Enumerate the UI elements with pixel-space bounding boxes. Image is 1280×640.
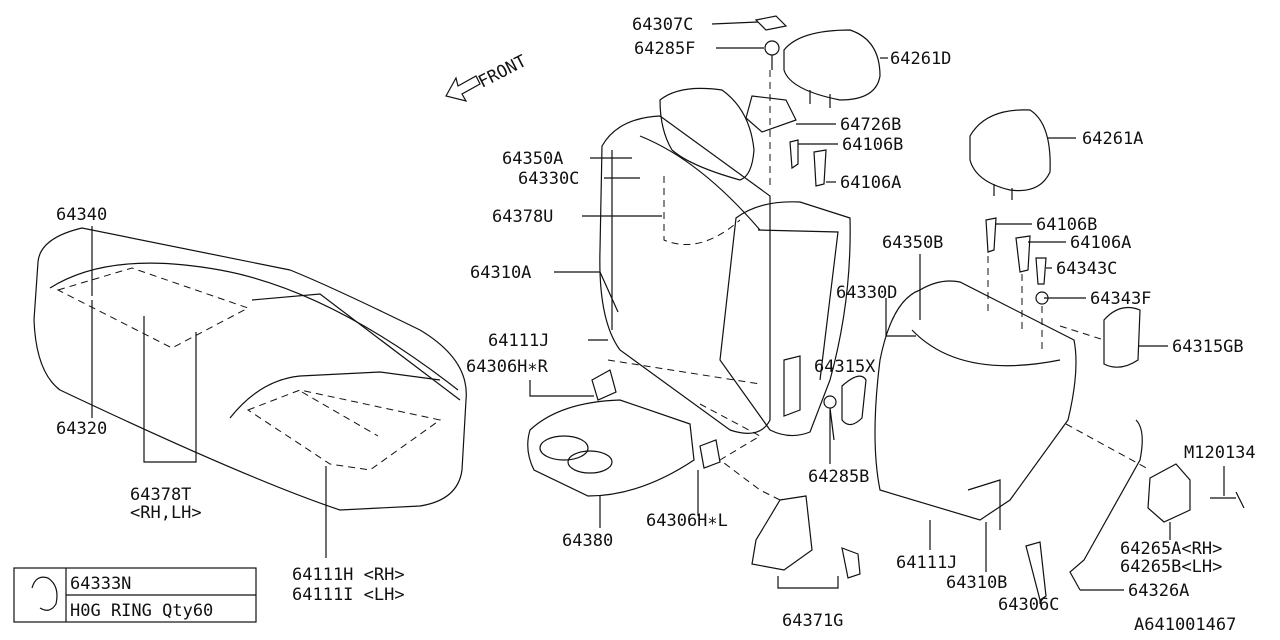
headrest-64261A <box>969 109 1051 200</box>
label-64378T-side: <RH,LH> <box>130 503 202 523</box>
label-64306C: 64306C <box>998 595 1059 615</box>
label-64310B: 64310B <box>946 573 1007 593</box>
seat-back-left <box>599 115 771 434</box>
label-64315GB: 64315GB <box>1172 337 1244 357</box>
label-64285B: 64285B <box>808 467 869 487</box>
label-64330D: 64330D <box>836 283 897 303</box>
bolt-64343C <box>1035 257 1047 285</box>
label-64285F: 64285F <box>634 39 695 59</box>
label-64343C: 64343C <box>1056 259 1117 279</box>
armrest-64380 <box>527 399 695 497</box>
label-64306HR: 64306H∗R <box>466 357 549 377</box>
label-64350A: 64350A <box>502 149 563 169</box>
label-64111J-2: 64111J <box>896 553 957 573</box>
bolt-64285B <box>823 395 837 441</box>
label-64265B: 64265B<LH> <box>1120 557 1222 577</box>
label-64306HL: 64306H∗L <box>646 511 728 531</box>
label-64261D: 64261D <box>890 49 951 69</box>
label-M120134: M120134 <box>1184 443 1256 463</box>
bracket-64726B <box>745 95 797 133</box>
label-64340: 64340 <box>56 205 107 225</box>
label-64320: 64320 <box>56 419 107 439</box>
label-64106A-2: 64106A <box>1070 233 1131 253</box>
seat-back-right <box>874 280 1077 530</box>
hinge-64315X <box>783 355 867 426</box>
guide-pin-64106A-1 <box>813 149 827 187</box>
label-64315X: 64315X <box>814 357 876 377</box>
cap-64307C <box>754 15 788 31</box>
legend-part: 64333N <box>70 574 131 594</box>
label-64265A: 64265A<RH> <box>1120 539 1222 559</box>
headrest-left <box>659 87 755 181</box>
label-64111H: 64111H <RH> <box>292 565 405 585</box>
label-64106A-1: 64106A <box>840 173 901 193</box>
front-arrow-icon <box>445 75 481 102</box>
label-64343F: 64343F <box>1090 289 1151 309</box>
guide-pin-64106A-2 <box>1015 235 1031 273</box>
label-64111I: 64111I <LH> <box>292 585 405 605</box>
label-64310A: 64310A <box>470 263 531 283</box>
label-64330C: 64330C <box>518 169 579 189</box>
label-64726B: 64726B <box>840 115 901 135</box>
label-64106B-2: 64106B <box>1036 215 1097 235</box>
label-64378U: 64378U <box>492 207 553 227</box>
label-64307C: 64307C <box>632 15 693 35</box>
label-64371G: 64371G <box>782 611 843 631</box>
seat-back-frame <box>719 201 851 437</box>
leader-lines <box>91 21 1225 604</box>
label-64106B-1: 64106B <box>842 135 903 155</box>
bracket-64306HR <box>591 369 617 401</box>
label-64111J-1: 64111J <box>488 331 549 351</box>
pin-64306C <box>1025 541 1047 601</box>
latch-64265A <box>1147 463 1245 523</box>
latch-64315GB <box>1103 307 1141 368</box>
headrest-64261D <box>783 29 881 108</box>
label-64326A: 64326A <box>1128 581 1189 601</box>
label-64380: 64380 <box>562 531 613 551</box>
bracket-64306HL <box>699 439 721 469</box>
seat-cushion <box>33 227 467 511</box>
legend-description: H0G RING Qty60 <box>70 601 213 621</box>
wire-64326A <box>1069 419 1143 591</box>
guide-pin-64106B-2 <box>985 217 997 253</box>
clip-64285F <box>764 40 780 70</box>
front-label: FRONT <box>475 51 530 92</box>
label-64261A: 64261A <box>1082 129 1143 149</box>
hog-ring-icon <box>31 576 58 611</box>
guide-pin-64106B-1 <box>789 139 799 170</box>
hinge-64371G <box>751 495 861 579</box>
diagram-code: A641001467 <box>1134 615 1236 635</box>
label-64350B: 64350B <box>882 233 943 253</box>
label-64378T: 64378T <box>130 485 191 505</box>
legend-box <box>13 567 257 623</box>
